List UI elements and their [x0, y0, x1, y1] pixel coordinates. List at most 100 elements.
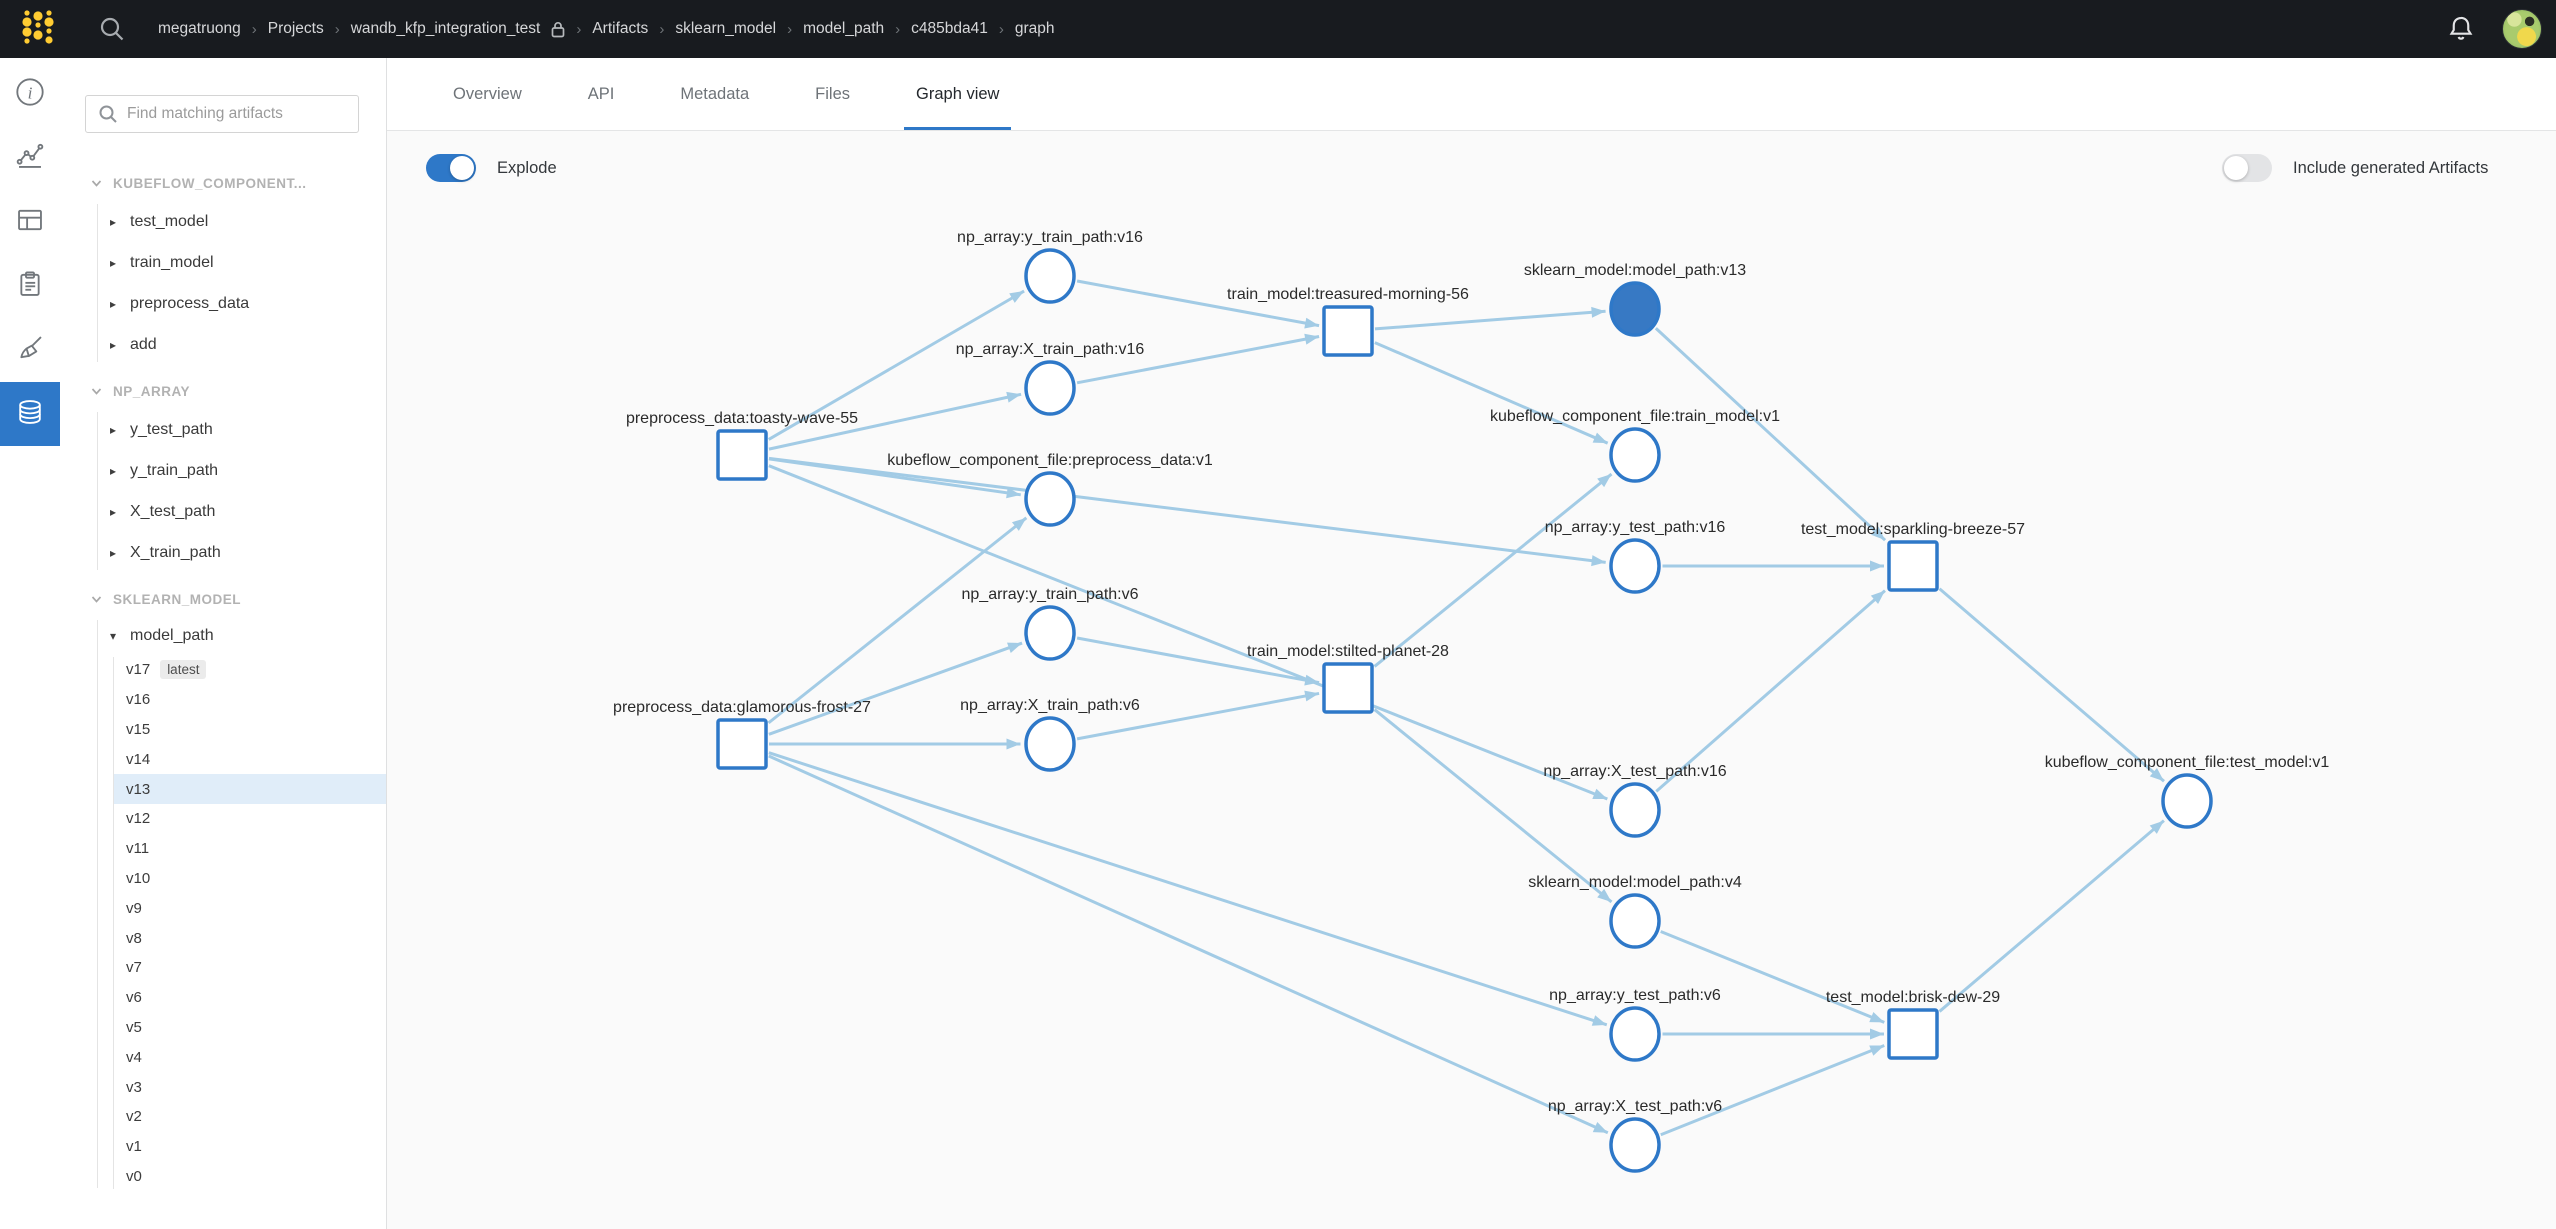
svg-text:i: i	[28, 83, 33, 102]
graph-node-artifact-y_train16[interactable]	[1024, 248, 1076, 304]
graph-node-run-brisk[interactable]	[1887, 1008, 1939, 1060]
graph-node-run-treasured[interactable]	[1322, 305, 1374, 357]
graph-node-artifact-y_test16[interactable]	[1609, 538, 1661, 594]
line-chart-icon	[15, 141, 45, 176]
version-item-v4[interactable]: v4	[113, 1042, 386, 1072]
version-item-v1[interactable]: v1	[113, 1132, 386, 1162]
graph-node-run-stilted[interactable]	[1322, 662, 1374, 714]
graph-node-run-toasty[interactable]	[716, 429, 768, 481]
edge-glamorous-to-pp_file	[767, 516, 1028, 725]
graph-node-label: np_array:y_train_path:v16	[957, 229, 1143, 246]
version-item-v2[interactable]: v2	[113, 1102, 386, 1132]
include-artifacts-toggle[interactable]	[2222, 154, 2272, 182]
triangle-right-icon: ▸	[110, 463, 117, 478]
tree-item-x-train-path[interactable]: ▸X_train_path	[60, 532, 386, 573]
graph-node-artifact-pp_file[interactable]	[1024, 471, 1076, 527]
version-item-v10[interactable]: v10	[113, 864, 386, 894]
main-content: Overview API Metadata Files Graph view Explo…	[387, 58, 2556, 1229]
breadcrumb-item-wandb-kfp-integration-test[interactable]: wandb_kfp_integration_test	[350, 20, 541, 37]
tree-item-label: add	[130, 335, 157, 353]
graph-node-artifact-X_train6[interactable]	[1024, 716, 1076, 772]
version-label: v3	[126, 1078, 142, 1096]
rail-item-broom[interactable]	[0, 318, 60, 382]
version-label: v13	[126, 780, 151, 798]
version-item-v7[interactable]: v7	[113, 953, 386, 983]
breadcrumb-item-graph[interactable]: graph	[1014, 20, 1055, 37]
tree-section-header-sklearn-model[interactable]: SKLEARN_MODEL	[60, 581, 386, 617]
rail-item-database[interactable]	[0, 382, 60, 446]
breadcrumb-item-c485bda41[interactable]: c485bda41	[911, 20, 988, 37]
artifact-search-input[interactable]	[127, 105, 358, 123]
tree-section-header-kubeflow-component-[interactable]: KUBEFLOW_COMPONENT...	[60, 165, 386, 201]
graph-node-artifact-tm_file[interactable]	[1609, 427, 1661, 483]
graph-node-artifact-test_file[interactable]	[2161, 773, 2213, 829]
rail-item-table[interactable]	[0, 190, 60, 254]
user-avatar[interactable]	[2502, 9, 2542, 49]
explode-toggle[interactable]	[426, 154, 476, 182]
rail-item-info[interactable]: i	[0, 62, 60, 126]
version-label: v5	[126, 1018, 142, 1036]
bell-icon[interactable]	[2446, 14, 2476, 44]
version-item-v11[interactable]: v11	[113, 834, 386, 864]
graph-node-artifact-y_train6[interactable]	[1024, 605, 1076, 661]
rail-item-line-chart[interactable]	[0, 126, 60, 190]
graph-node-label: train_model:treasured-morning-56	[1227, 286, 1469, 303]
tree-item-train-model[interactable]: ▸train_model	[60, 242, 386, 283]
chevron-down-icon	[90, 385, 106, 398]
graph-node-artifact-y_test6[interactable]	[1609, 1006, 1661, 1062]
tree-item-preprocess-data[interactable]: ▸preprocess_data	[60, 283, 386, 324]
tree-item-y-test-path[interactable]: ▸y_test_path	[60, 409, 386, 450]
version-item-v15[interactable]: v15	[113, 715, 386, 745]
tree-section-header-np-array[interactable]: NP_ARRAY	[60, 373, 386, 409]
graph-node-run-glamorous[interactable]	[716, 718, 768, 770]
version-item-v12[interactable]: v12	[113, 804, 386, 834]
version-item-v13[interactable]: v13	[113, 774, 386, 804]
tree-item-x-test-path[interactable]: ▸X_test_path	[60, 491, 386, 532]
version-item-v14[interactable]: v14	[113, 744, 386, 774]
edge-sparkling-to-test_file	[1938, 587, 2165, 783]
graph-node-run-sparkling[interactable]	[1887, 540, 1939, 592]
edge-toasty-to-X_train16	[768, 391, 1022, 451]
edge-treasured-to-tm_file	[1374, 341, 1609, 445]
rail-item-clipboard[interactable]	[0, 254, 60, 318]
edge-treasured-to-model13	[1374, 306, 1606, 331]
breadcrumb-item-megatruong[interactable]: megatruong	[158, 20, 241, 37]
latest-badge: latest	[160, 660, 207, 680]
graph-panel: Explode Include generated Artifacts np_a…	[387, 131, 2556, 1229]
version-item-v3[interactable]: v3	[113, 1072, 386, 1102]
tree-item-model-path[interactable]: ▾model_path	[60, 617, 386, 655]
graph-node-artifact-model4[interactable]	[1609, 893, 1661, 949]
version-item-v16[interactable]: v16	[113, 685, 386, 715]
lock-icon	[549, 20, 567, 39]
tree-item-add[interactable]: ▸add	[60, 324, 386, 365]
version-item-v5[interactable]: v5	[113, 1013, 386, 1043]
breadcrumb-item-model-path[interactable]: model_path	[803, 20, 885, 37]
tab-api[interactable]: API	[587, 84, 615, 103]
wandb-logo-icon[interactable]	[12, 5, 60, 54]
version-item-v9[interactable]: v9	[113, 893, 386, 923]
tab-graph-view[interactable]: Graph view	[904, 58, 1012, 130]
version-label: v12	[126, 810, 151, 828]
version-label: v2	[126, 1108, 142, 1126]
breadcrumb-item-projects[interactable]: Projects	[267, 20, 324, 37]
tree-section-items: ▸y_test_path▸y_train_path▸X_test_path▸X_…	[60, 409, 386, 573]
graph-node-artifact-model13[interactable]	[1609, 281, 1661, 337]
version-item-v8[interactable]: v8	[113, 923, 386, 953]
info-icon: i	[15, 77, 45, 112]
graph-node-artifact-X_train16[interactable]	[1024, 360, 1076, 416]
breadcrumb-item-sklearn-model[interactable]: sklearn_model	[675, 20, 777, 37]
tree-item-y-train-path[interactable]: ▸y_train_path	[60, 450, 386, 491]
version-item-v0[interactable]: v0	[113, 1162, 386, 1192]
search-icon[interactable]	[98, 15, 126, 43]
graph-node-artifact-X_test6[interactable]	[1609, 1117, 1661, 1173]
graph-node-artifact-X_test16[interactable]	[1609, 782, 1661, 838]
triangle-right-icon: ▸	[110, 545, 117, 560]
tab-metadata[interactable]: Metadata	[680, 84, 750, 103]
tab-files[interactable]: Files	[815, 84, 851, 103]
artifact-search-box	[85, 95, 359, 133]
version-item-v6[interactable]: v6	[113, 983, 386, 1013]
breadcrumb-item-artifacts[interactable]: Artifacts	[592, 20, 649, 37]
tab-overview[interactable]: Overview	[453, 84, 522, 103]
tree-item-test-model[interactable]: ▸test_model	[60, 201, 386, 242]
